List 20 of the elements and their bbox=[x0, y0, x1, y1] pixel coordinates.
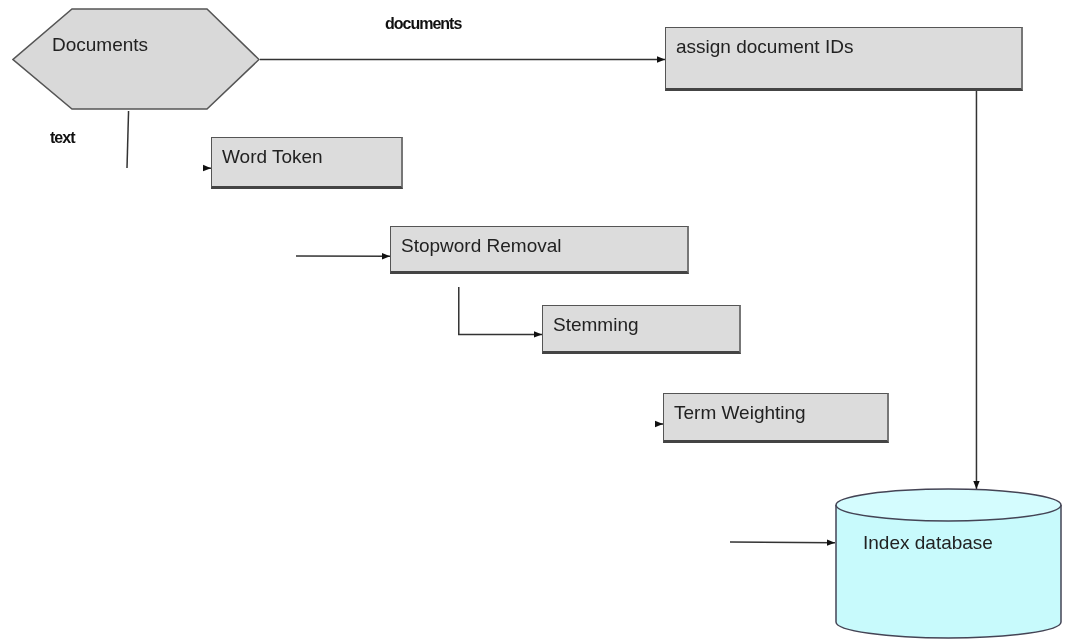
process-box bbox=[211, 137, 403, 189]
arrow bbox=[202, 164, 212, 172]
node-label: assign document IDs bbox=[676, 36, 854, 58]
arrow bbox=[295, 253, 391, 260]
node-label: Stemming bbox=[553, 314, 639, 336]
arrow bbox=[729, 539, 836, 546]
arrow bbox=[458, 286, 543, 338]
arrow bbox=[973, 90, 980, 490]
connector-line bbox=[126, 110, 130, 169]
node-label: Term Weighting bbox=[674, 402, 806, 424]
node-label: Word Token bbox=[222, 146, 323, 168]
process-box bbox=[390, 226, 689, 274]
process-box bbox=[665, 27, 1023, 91]
process-box bbox=[542, 305, 741, 354]
node-label: Stopword Removal bbox=[401, 235, 562, 257]
process-box bbox=[663, 393, 889, 443]
arrow bbox=[654, 420, 664, 428]
node-label: Index database bbox=[863, 532, 993, 554]
arrow bbox=[259, 56, 666, 63]
node-label: Documents bbox=[52, 34, 149, 56]
